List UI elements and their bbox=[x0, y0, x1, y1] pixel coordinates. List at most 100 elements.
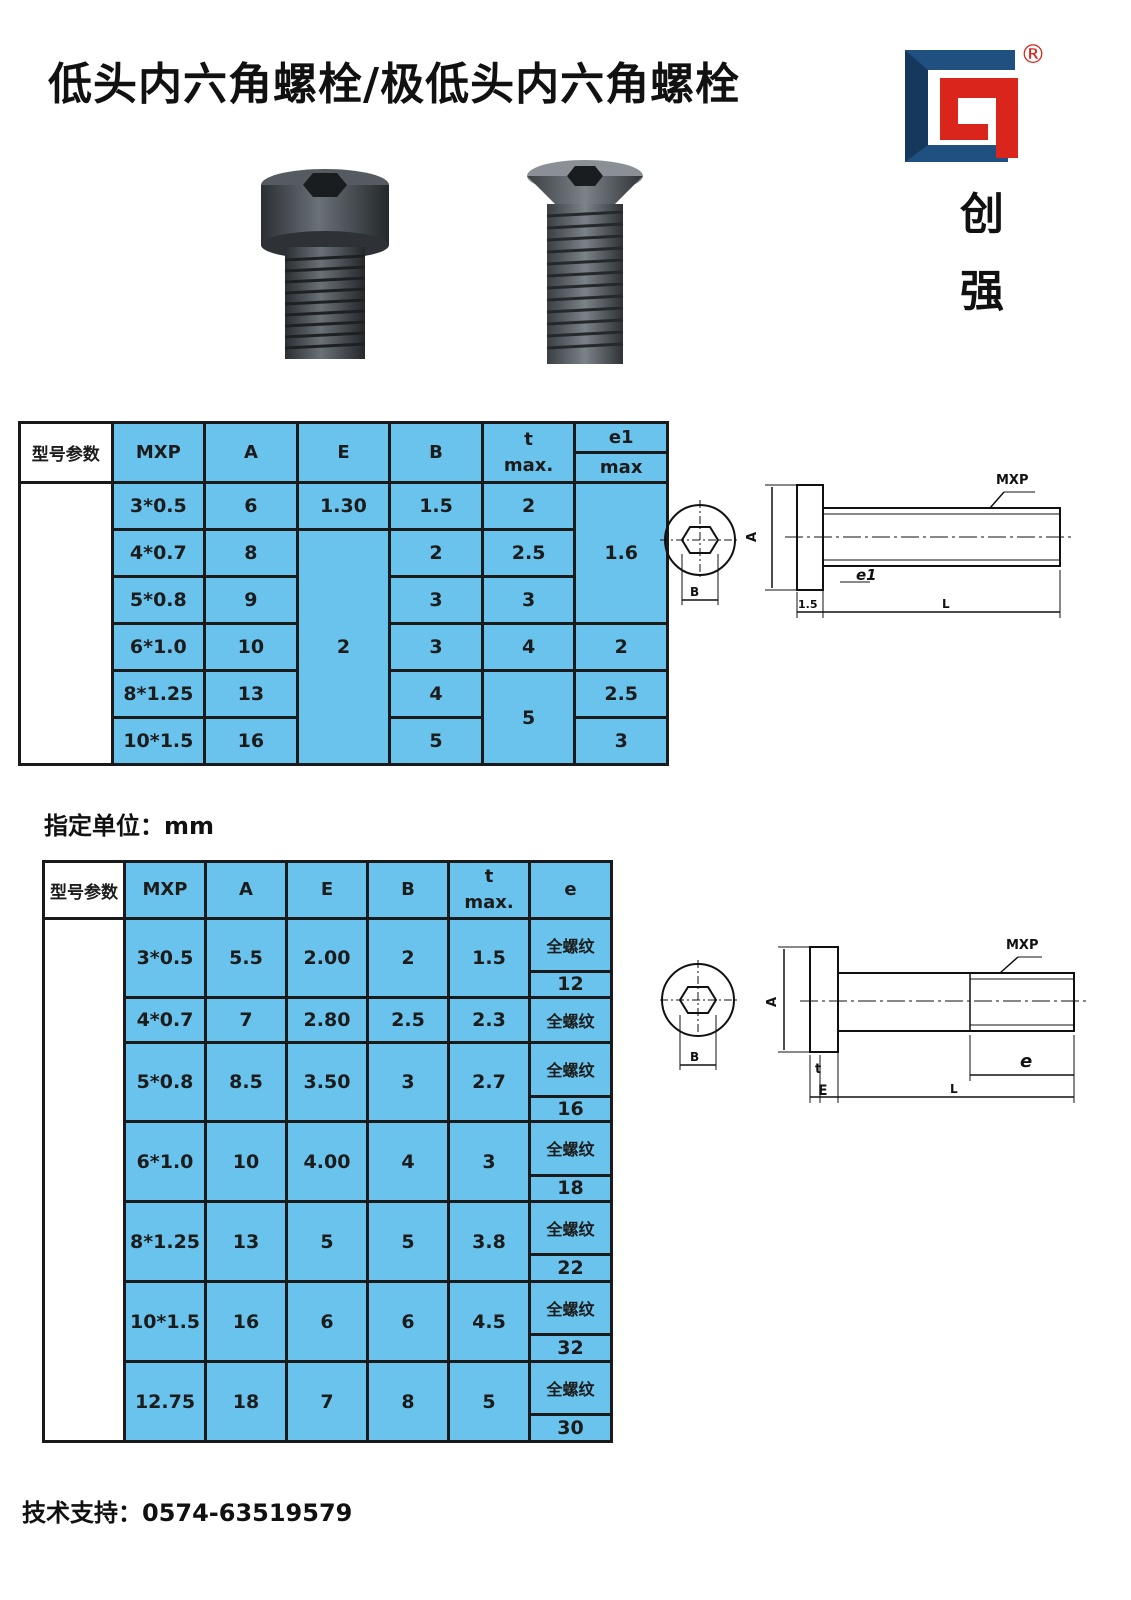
t-cell: 2 bbox=[480, 481, 577, 531]
a-cell: 10 bbox=[203, 622, 299, 672]
brand-name-1: 创 bbox=[960, 189, 1004, 240]
diagram1-mxp-label: MXP bbox=[996, 473, 1029, 488]
t-cell: 1.5 bbox=[447, 917, 531, 1000]
diagram1-dim15-label: 1.5 bbox=[798, 598, 818, 611]
full-thread-cell: 全螺纹 bbox=[528, 1120, 613, 1177]
diagram1-e1-label: e1 bbox=[856, 566, 877, 584]
t-cell: 3 bbox=[447, 1120, 531, 1204]
diagram2-b-label: B bbox=[690, 1050, 699, 1064]
a-cell: 18 bbox=[204, 1360, 288, 1443]
corner-label: 型号参数 bbox=[42, 859, 126, 921]
e-cell: 3.50 bbox=[285, 1041, 369, 1124]
b-cell: 4 bbox=[366, 1120, 450, 1204]
corner-blank bbox=[42, 917, 126, 1443]
header-t: t max. bbox=[447, 859, 531, 921]
t-cell: 3.8 bbox=[447, 1200, 531, 1284]
header-a: A bbox=[203, 421, 299, 484]
page-title: 低头内六角螺栓/极低头内六角螺栓 bbox=[48, 59, 741, 110]
b-cell: 5 bbox=[388, 716, 484, 766]
a-cell: 16 bbox=[204, 1280, 288, 1363]
t-cell: 5 bbox=[447, 1360, 531, 1443]
low-head-bolt-photo bbox=[261, 169, 389, 359]
diagram2-t-label: t bbox=[815, 1062, 821, 1077]
b-cell: 5 bbox=[366, 1200, 450, 1284]
e-cell: 2.80 bbox=[285, 996, 369, 1045]
a-cell: 5.5 bbox=[204, 917, 288, 1000]
mxp-cell: 3*0.5 bbox=[110, 481, 207, 531]
header-mxp: MXP bbox=[110, 421, 207, 484]
extra-low-head-spec-table: 型号参数 MXP A E B t max. e 3*0.5 5.5 2.00 2… bbox=[42, 859, 613, 1443]
thread-length-cell: 18 bbox=[528, 1173, 613, 1204]
t-cell: 4 bbox=[480, 622, 577, 672]
t-cell: 4.5 bbox=[447, 1280, 531, 1363]
b-cell: 6 bbox=[366, 1280, 450, 1363]
mxp-cell: 5*0.8 bbox=[123, 1041, 207, 1124]
header-e-thread: e bbox=[528, 859, 613, 921]
e-cell: 5 bbox=[285, 1200, 369, 1284]
header-e1-sub: max bbox=[573, 451, 669, 484]
b-cell: 3 bbox=[388, 575, 484, 625]
mxp-cell: 6*1.0 bbox=[110, 622, 207, 672]
diagram1-a-label: A bbox=[745, 532, 760, 542]
thread-length-cell: 12 bbox=[528, 969, 613, 1000]
diagram1-b-label: B bbox=[690, 585, 699, 599]
e-cell: 1.30 bbox=[295, 481, 392, 531]
b-cell: 3 bbox=[388, 622, 484, 672]
full-thread-cell: 全螺纹 bbox=[528, 1280, 613, 1337]
a-cell: 8 bbox=[203, 528, 299, 578]
b-cell: 2.5 bbox=[366, 996, 450, 1045]
full-thread-cell: 全螺纹 bbox=[528, 996, 613, 1045]
mxp-cell: 4*0.7 bbox=[123, 996, 207, 1045]
e-cell: 6 bbox=[285, 1280, 369, 1363]
mxp-cell: 8*1.25 bbox=[110, 669, 207, 719]
thread-length-cell: 16 bbox=[528, 1094, 613, 1124]
a-cell: 6 bbox=[203, 481, 299, 531]
e1-cell: 2 bbox=[573, 622, 669, 672]
mxp-cell: 3*0.5 bbox=[123, 917, 207, 1000]
header-b: B bbox=[388, 421, 484, 484]
mxp-cell: 8*1.25 bbox=[123, 1200, 207, 1284]
b-cell: 2 bbox=[366, 917, 450, 1000]
header-t-label: t bbox=[484, 866, 494, 888]
header-t-sub: max. bbox=[503, 454, 554, 476]
e1-cell: 3 bbox=[573, 716, 669, 766]
a-cell: 7 bbox=[204, 996, 288, 1045]
diagram1-l-label: L bbox=[942, 597, 950, 611]
mxp-cell: 6*1.0 bbox=[123, 1120, 207, 1204]
header-b: B bbox=[366, 859, 450, 921]
t-cell: 2.7 bbox=[447, 1041, 531, 1124]
b-cell: 1.5 bbox=[388, 481, 484, 531]
e-cell: 2 bbox=[295, 528, 392, 766]
b-cell: 4 bbox=[388, 669, 484, 719]
e-cell: 2.00 bbox=[285, 917, 369, 1000]
header-mxp: MXP bbox=[123, 859, 207, 921]
diagram2-e-label: E bbox=[818, 1083, 828, 1099]
a-cell: 10 bbox=[204, 1120, 288, 1204]
t-cell: 3 bbox=[480, 575, 577, 625]
b-cell: 8 bbox=[366, 1360, 450, 1443]
mxp-cell: 10*1.5 bbox=[123, 1280, 207, 1363]
low-head-bolt-diagram: B A MXP e1 1.5 L bbox=[660, 473, 1075, 618]
a-cell: 13 bbox=[203, 669, 299, 719]
diagram2-a-label: A bbox=[765, 997, 780, 1007]
header-t-label: t bbox=[524, 428, 533, 450]
unit-label: 指定单位：mm bbox=[44, 812, 215, 840]
brand-logo bbox=[905, 50, 1018, 162]
header-t: t max. bbox=[480, 421, 577, 484]
mxp-cell: 12.75 bbox=[123, 1360, 207, 1443]
corner-label: 型号参数 bbox=[18, 421, 114, 484]
header-t-sub: max. bbox=[464, 892, 514, 914]
header-e1: e1 bbox=[573, 421, 669, 454]
full-thread-cell: 全螺纹 bbox=[528, 917, 613, 973]
e1-cell: 1.6 bbox=[573, 481, 669, 625]
brand-name-2: 强 bbox=[960, 266, 1004, 317]
registered-mark: ® bbox=[1020, 40, 1046, 70]
low-head-spec-table: 型号参数 MXP A E B t max. e1 max 3*0.5 6 1.3… bbox=[18, 421, 669, 766]
thread-length-cell: 32 bbox=[528, 1333, 613, 1363]
b-cell: 2 bbox=[388, 528, 484, 578]
b-cell: 3 bbox=[366, 1041, 450, 1124]
thread-length-cell: 30 bbox=[528, 1413, 613, 1443]
a-cell: 8.5 bbox=[204, 1041, 288, 1124]
full-thread-cell: 全螺纹 bbox=[528, 1359, 613, 1417]
diagram2-mxp-label: MXP bbox=[1006, 938, 1039, 953]
